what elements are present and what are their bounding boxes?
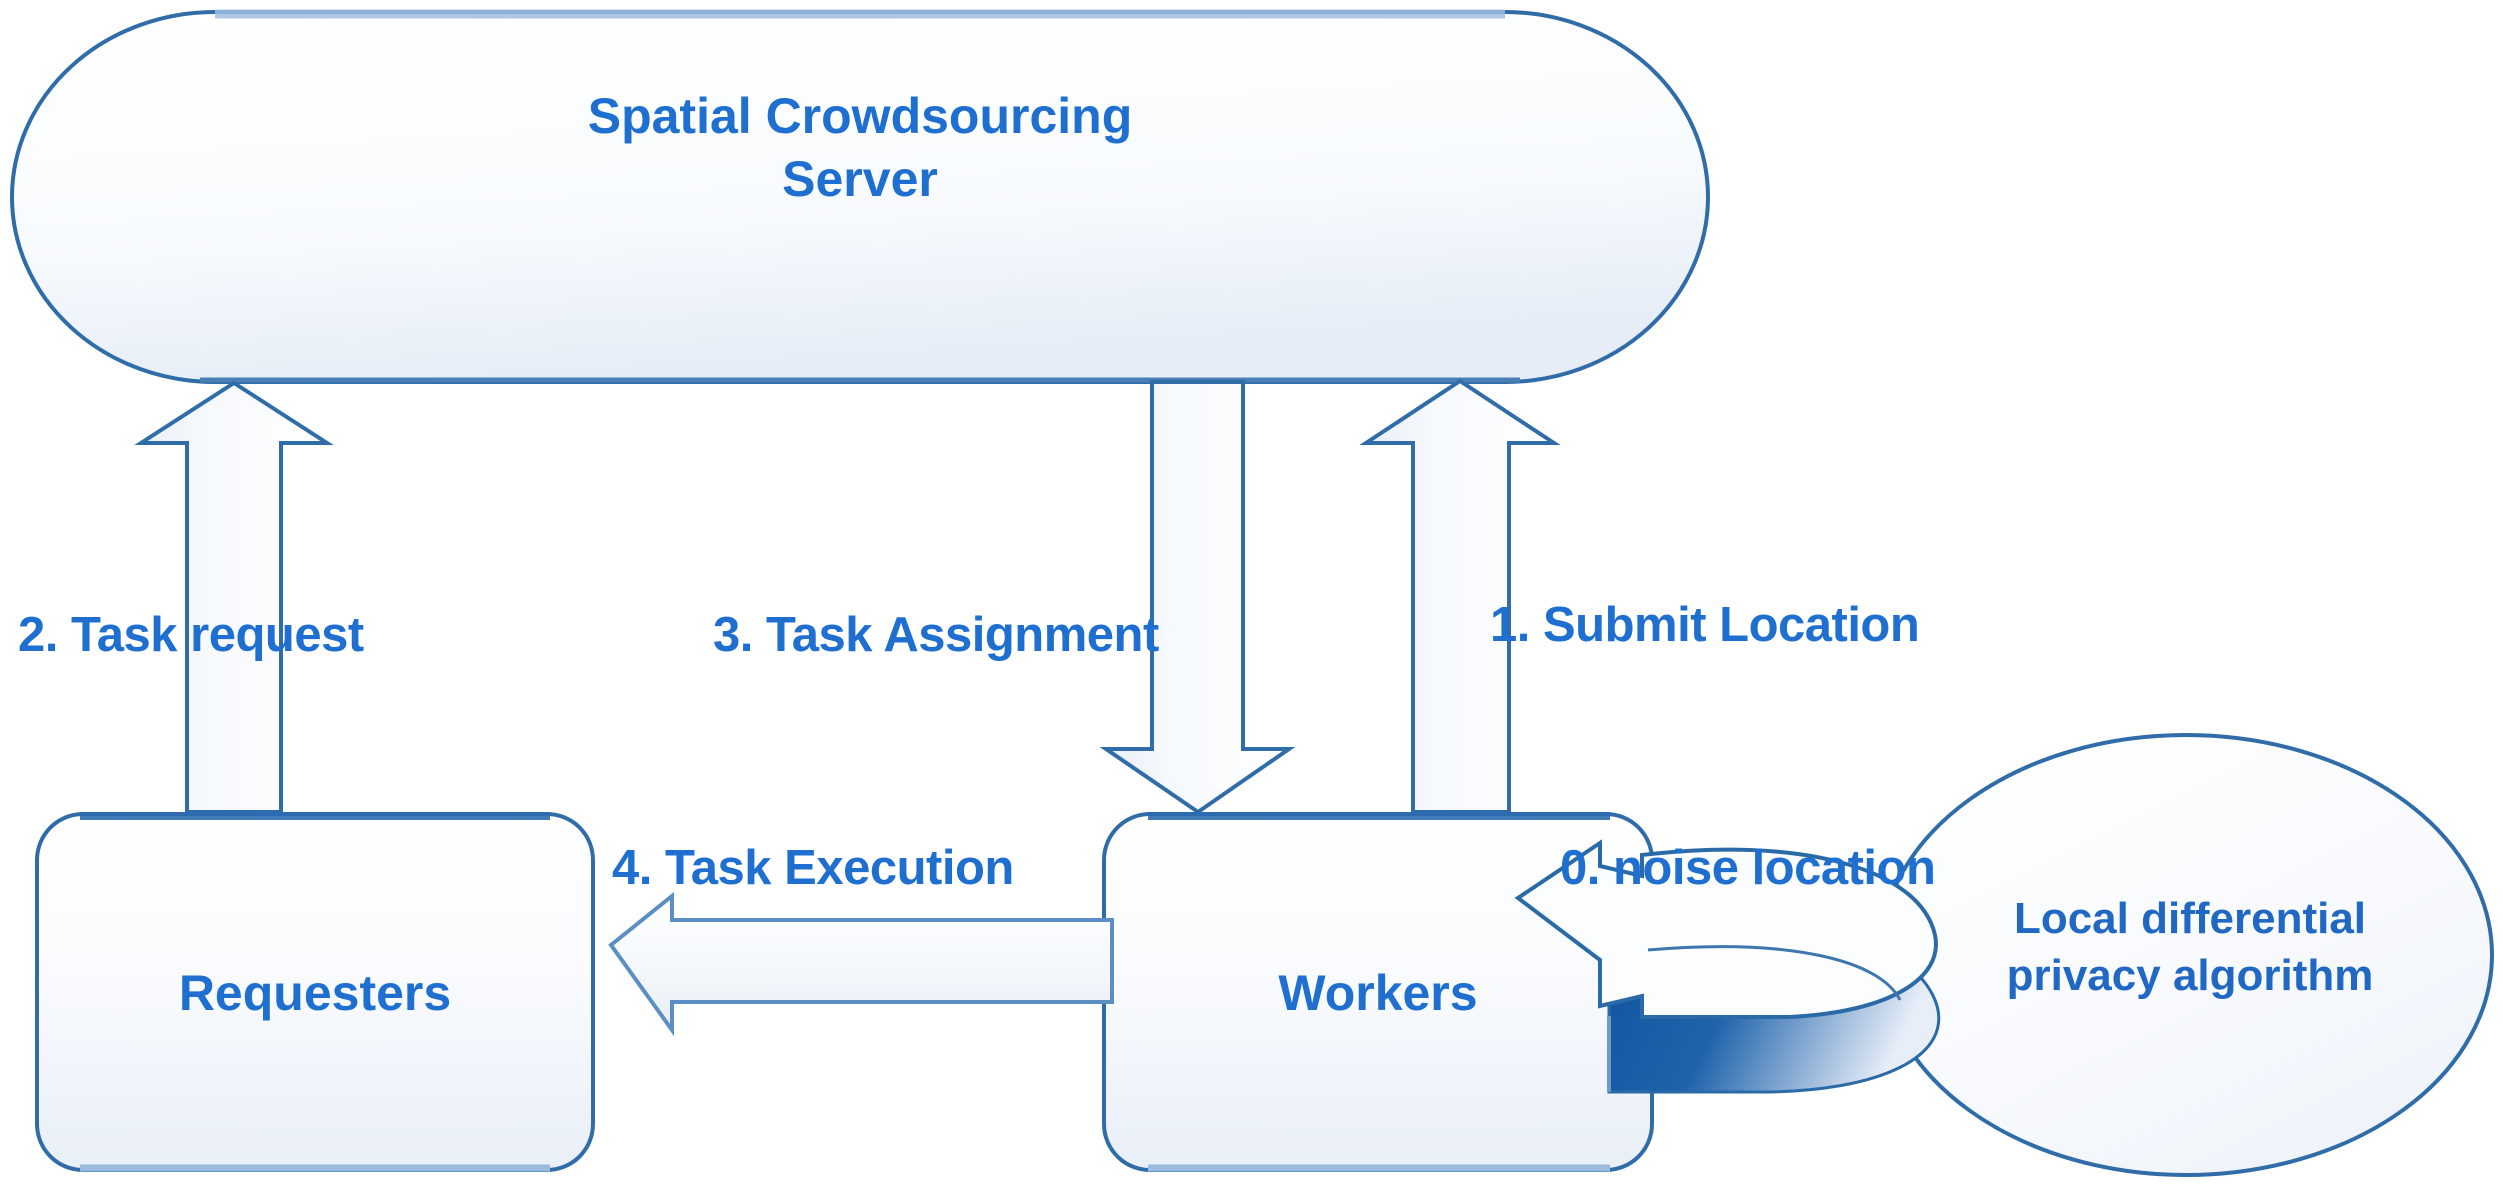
flow-label-task-execution: 4. Task Execution	[612, 841, 1014, 895]
server-label: Spatial Crowdsourcing Server	[430, 85, 1290, 210]
flow-label-noise-location: 0. noise location	[1560, 841, 1936, 895]
flow-label-task-assignment: 3. Task Assignment	[713, 608, 1159, 662]
arrow-down-server-to-workers	[1099, 380, 1296, 815]
node-requesters[interactable]	[35, 812, 595, 1172]
flow-arrow-noise-location[interactable]	[1514, 839, 1941, 1094]
node-server[interactable]	[10, 9, 1710, 384]
requesters-label: Requesters	[178, 965, 452, 1021]
flow-arrow-task-request[interactable]	[134, 380, 334, 814]
noise-arrow-seam	[1647, 945, 1902, 1001]
ldp-label: Local differential privacy algorithm	[1940, 890, 2440, 1004]
ldp-label-line2: privacy algorithm	[2006, 951, 2374, 1001]
flow-label-task-request: 2. Task request	[18, 608, 364, 662]
server-label-line1: Spatial Crowdsourcing	[587, 88, 1133, 144]
flow-label-submit-location: 1. Submit Location	[1490, 598, 1920, 652]
ldp-label-line1: Local differential	[2013, 894, 2367, 943]
flow-arrow-task-assignment[interactable]	[1099, 380, 1296, 815]
flow-arrow-task-execution[interactable]	[608, 891, 1114, 1037]
arrow-left-workers-to-requesters	[608, 891, 1114, 1037]
workers-label: Workers	[1278, 965, 1478, 1021]
noise-arrow-head-and-body	[1514, 839, 1938, 1019]
server-label-line2: Server	[782, 150, 938, 207]
arrow-up-requesters-to-server	[134, 380, 334, 814]
